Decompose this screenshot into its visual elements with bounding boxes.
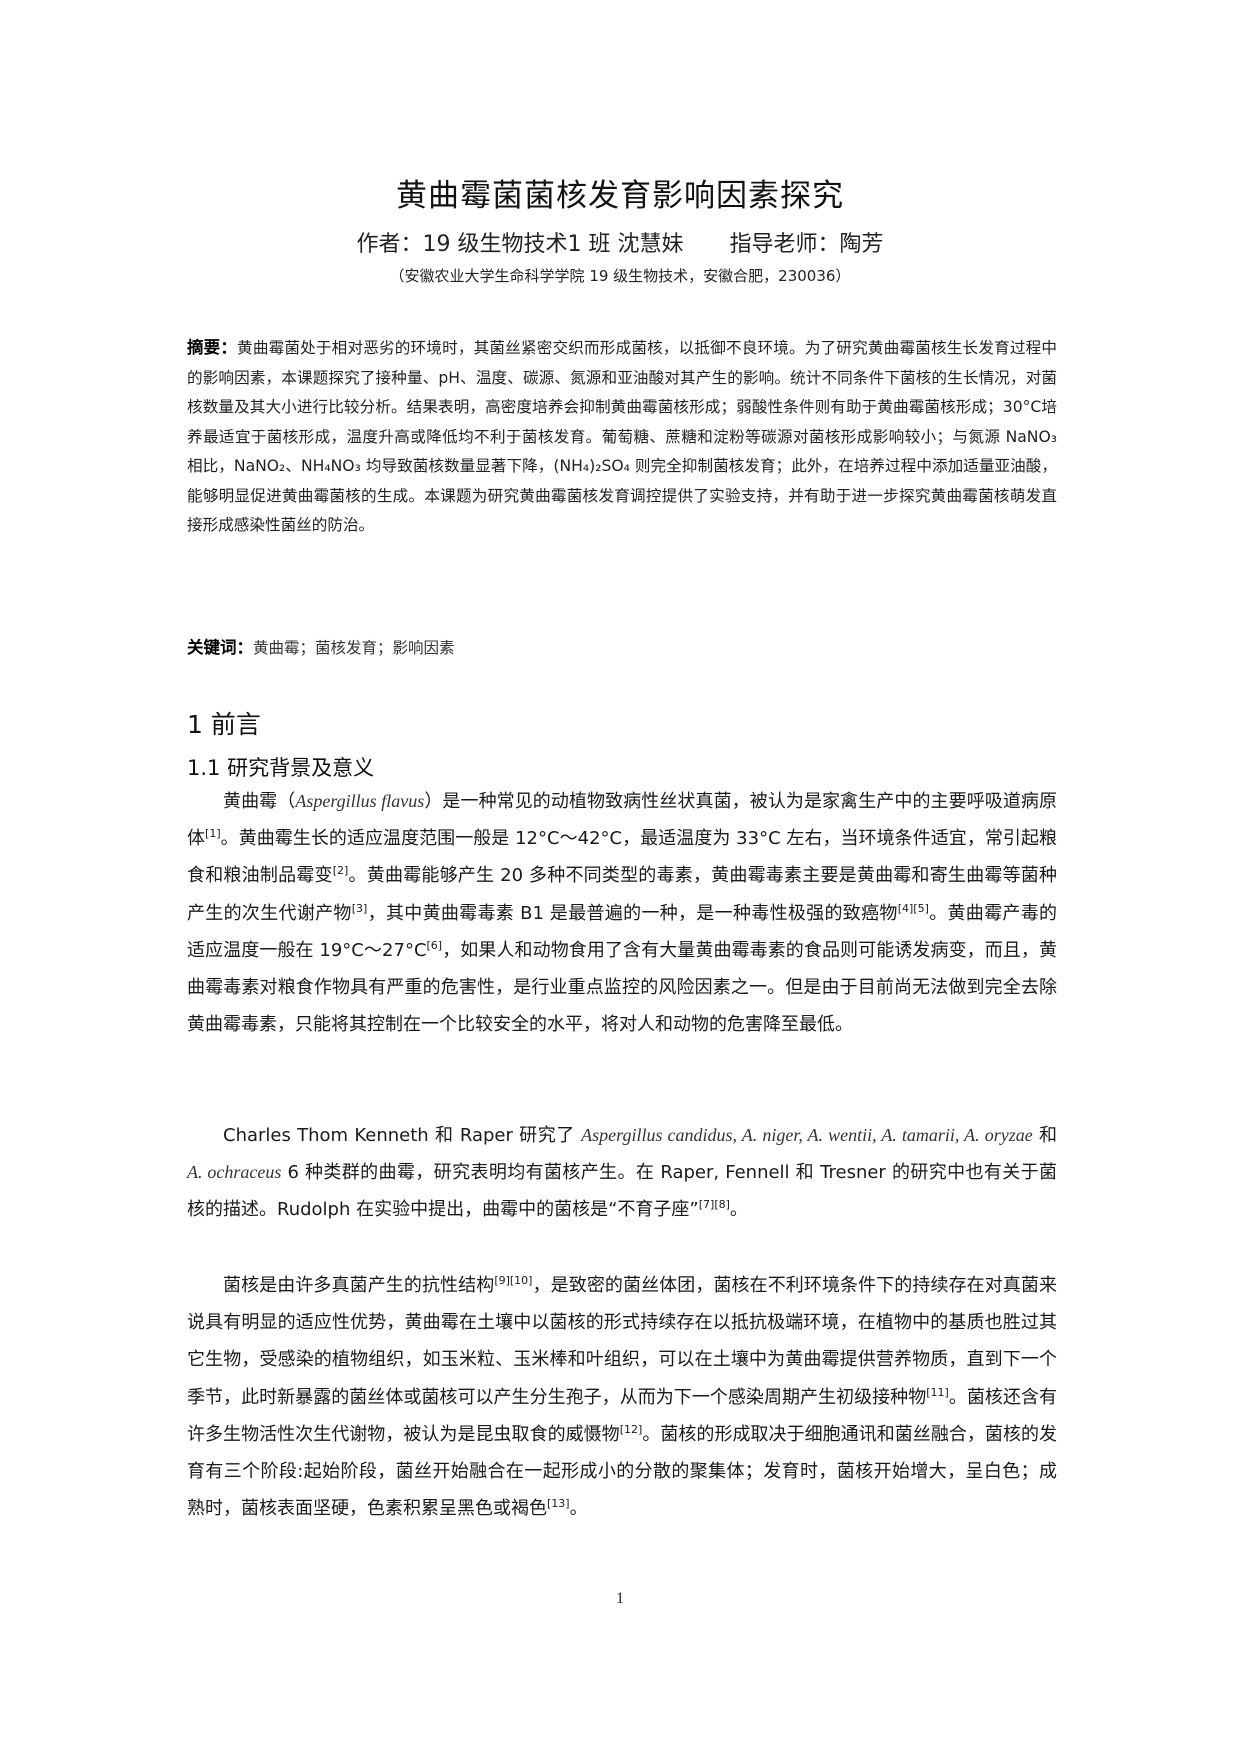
latin-name: Aspergillus flavus bbox=[295, 791, 425, 811]
affiliation: （安徽农业大学生命科学学院 19 级生物技术，安徽合肥，230036） bbox=[389, 267, 851, 285]
keywords-label: 关键词： bbox=[187, 638, 253, 657]
citation: [12] bbox=[619, 1422, 643, 1436]
citation: [2] bbox=[332, 864, 349, 878]
keywords: 关键词：黄曲霉；菌核发育；影响因素 bbox=[187, 634, 455, 658]
citation: [1] bbox=[205, 827, 221, 841]
citation: [6] bbox=[426, 938, 443, 952]
paragraph-1: 黄曲霉（Aspergillus flavus）是一种常见的动植物致病性丝状真菌，… bbox=[187, 791, 1058, 1036]
keywords-text: 黄曲霉；菌核发育；影响因素 bbox=[253, 639, 455, 657]
citation: [7][8] bbox=[698, 1198, 730, 1212]
paragraph-3: 菌核是由许多真菌产生的抗性结构[9][10]，是致密的菌丝体团，菌核在不利环境条… bbox=[187, 1274, 1058, 1520]
citation: [11] bbox=[926, 1385, 949, 1399]
citation: [9][10] bbox=[494, 1274, 533, 1287]
page-number: 1 bbox=[616, 1590, 624, 1607]
abstract-label: 摘要： bbox=[187, 338, 238, 357]
abstract-text: 黄曲霉菌处于相对恶劣的环境时，其菌丝紧密交织而形成菌核，以抵御不良环境。为了研究… bbox=[187, 339, 1057, 534]
citation: [3] bbox=[351, 901, 368, 915]
paper-title: 黄曲霉菌菌核发育影响因素探究 bbox=[396, 178, 844, 214]
abstract: 摘要：黄曲霉菌处于相对恶劣的环境时，其菌丝紧密交织而形成菌核，以抵御不良环境。为… bbox=[187, 333, 1057, 541]
author-name: 作者：19 级生物技术1 班 沈慧妹 bbox=[356, 232, 684, 257]
subsection-heading-background: 1.1 研究背景及意义 bbox=[187, 756, 375, 780]
author-line: 作者：19 级生物技术1 班 沈慧妹 指导老师：陶芳 bbox=[0, 226, 1240, 258]
paragraph-2: Charles Thom Kenneth 和 Raper 研究了 Aspergi… bbox=[187, 1125, 1057, 1221]
section-heading-introduction: 1 前言 bbox=[187, 710, 261, 739]
citation: [13] bbox=[547, 1497, 570, 1511]
advisor-name: 指导老师：陶芳 bbox=[729, 232, 884, 257]
citation: [4][5] bbox=[897, 901, 929, 915]
latin-name: A. ochraceus bbox=[187, 1162, 282, 1183]
latin-name: Aspergillus candidus, A. niger, A. wenti… bbox=[581, 1125, 1033, 1145]
